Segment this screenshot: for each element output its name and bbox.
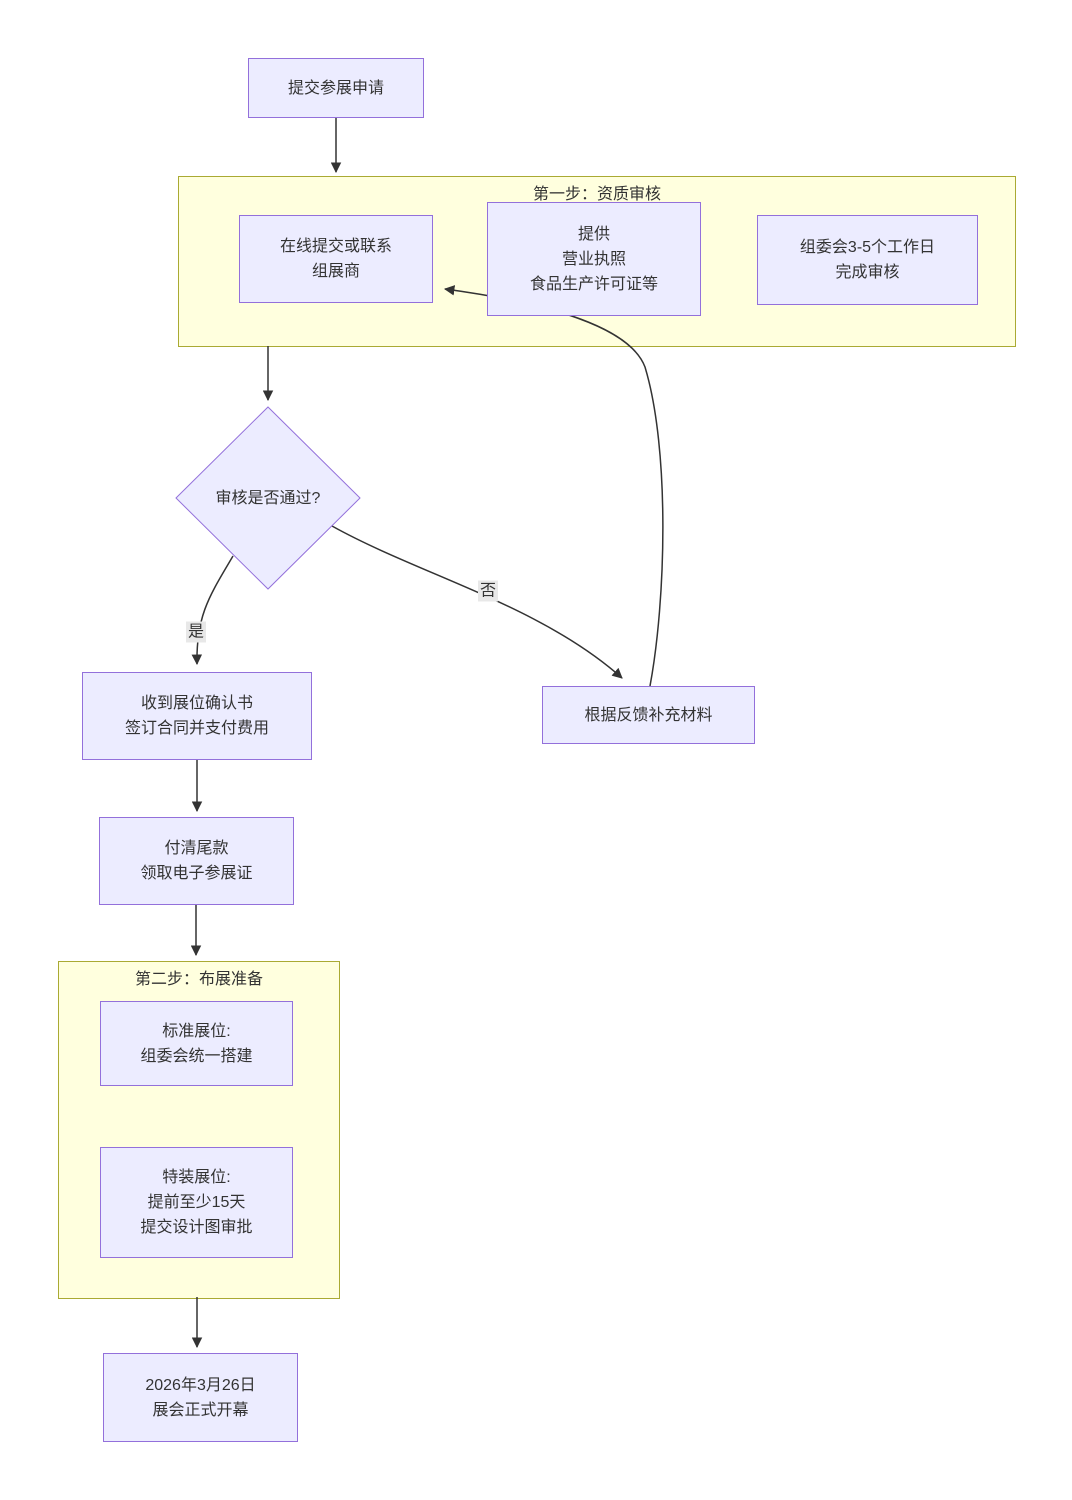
node-line: 特装展位:	[162, 1169, 231, 1186]
node-provide-docs: 提供 营业执照 食品生产许可证等	[487, 202, 701, 316]
decision-diamond-shape	[175, 406, 361, 590]
cluster-step1-title: 第一步：资质审核	[532, 186, 661, 203]
edge-decision-yes-to-confirmation	[191, 555, 234, 666]
node-online-submit: 在线提交或联系 组展商	[239, 215, 433, 303]
node-label: 审核是否通过?	[215, 490, 321, 507]
node-submit-application: 提交参展申请	[248, 58, 424, 118]
node-line: 2026年3月26日	[145, 1376, 256, 1394]
node-line: 签订合同并支付费用	[124, 720, 269, 737]
node-supplement-materials: 根据反馈补充材料	[542, 686, 755, 744]
node-line: 标准展位:	[162, 1022, 231, 1040]
edge-label-no: 否	[477, 580, 499, 602]
cluster-step2-title: 第二步：布展准备	[134, 971, 263, 988]
node-booth-confirmation: 收到展位确认书 签订合同并支付费用	[82, 672, 312, 760]
node-opening-day: 2026年3月26日 展会正式开幕	[103, 1353, 298, 1442]
edge-supplement-to-online-submit	[443, 285, 664, 687]
node-line: 收到展位确认书	[140, 695, 253, 712]
node-line: 付清尾款	[164, 840, 229, 857]
node-line: 组委会统一搭建	[140, 1047, 253, 1065]
edge-label-yes: 是	[185, 621, 207, 643]
node-line: 提前至少15天	[147, 1194, 246, 1211]
node-line: 完成审核	[835, 264, 900, 281]
node-line: 在线提交或联系	[279, 238, 392, 255]
node-line: 展会正式开幕	[152, 1401, 249, 1419]
node-line: 营业执照	[561, 250, 626, 268]
node-line: 食品生产许可证等	[529, 275, 658, 293]
node-label: 提交参展申请	[287, 79, 384, 97]
node-final-payment: 付清尾款 领取电子参展证	[99, 817, 294, 905]
node-line: 领取电子参展证	[140, 865, 253, 882]
node-committee-review: 组委会3-5个工作日 完成审核	[757, 215, 978, 305]
node-label: 根据反馈补充材料	[584, 706, 713, 724]
node-line: 提交设计图审批	[140, 1219, 253, 1236]
node-line: 组委会3-5个工作日	[799, 239, 936, 256]
node-standard-booth: 标准展位: 组委会统一搭建	[100, 1001, 293, 1086]
node-review-decision: 审核是否通过?	[176, 486, 360, 511]
edge-decision-no-to-supplement	[331, 525, 623, 679]
node-custom-booth: 特装展位: 提前至少15天 提交设计图审批	[100, 1147, 293, 1258]
node-line: 提供	[577, 225, 610, 243]
node-line: 组展商	[311, 263, 360, 280]
